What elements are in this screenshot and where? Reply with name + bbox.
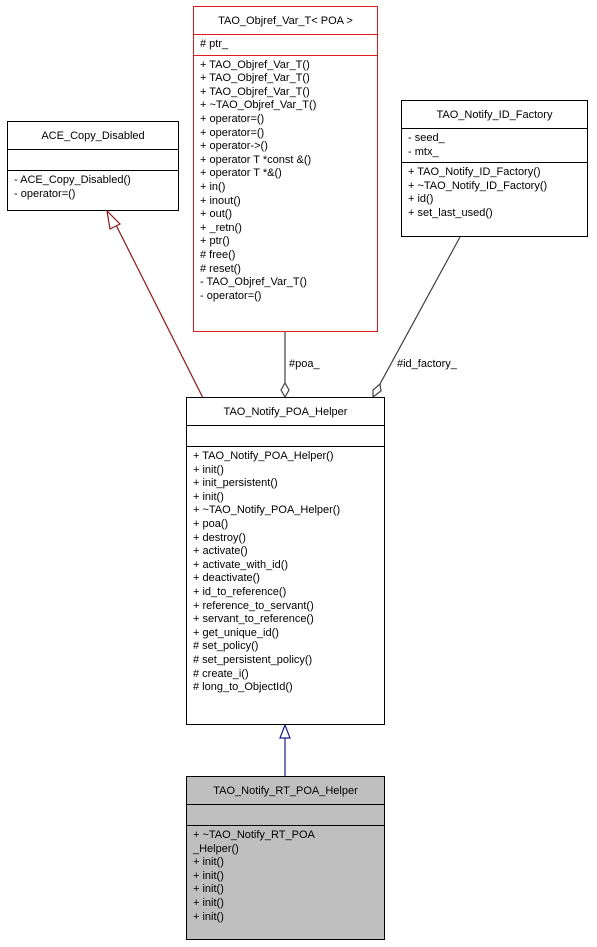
method-section: + TAO_Notify_POA_Helper()+ init()+ init_… [187,446,384,698]
inherit-arrow-poa-helper-icon [279,723,291,739]
class-tao-notify-id-factory[interactable]: TAO_Notify_ID_Factory - seed_- mtx_ + TA… [401,100,588,237]
class-member: + init() [193,856,224,869]
edge-label-poa: #poa_ [289,358,320,370]
class-member: # reset() [200,262,241,275]
class-member: + TAO_Notify_ID_Factory() [408,166,541,179]
method-section: + TAO_Notify_ID_Factory()+ ~TAO_Notify_I… [402,162,587,223]
class-title: ACE_Copy_Disabled [41,130,145,142]
class-member: - TAO_Objref_Var_T() [200,276,307,289]
class-member: - operator=() [14,187,76,200]
attribute-section: - seed_- mtx_ [402,128,587,162]
class-member: + inout() [200,194,241,207]
class-member: + reference_to_servant() [193,599,314,612]
method-section: - ACE_Copy_Disabled()- operator=() [8,170,178,204]
aggregation-diamond-id-factory-icon [372,382,382,399]
class-member: + TAO_Objref_Var_T() [200,58,310,71]
method-section: + ~TAO_Notify_RT_POA _Helper()+ init()+ … [187,825,384,927]
class-member: + init() [193,490,224,503]
class-member: + ptr() [200,235,230,248]
aggregation-diamond-poa-icon [280,381,290,399]
class-member: + init() [193,463,224,476]
class-member: - ACE_Copy_Disabled() [14,174,131,186]
class-member: + TAO_Notify_POA_Helper() [193,450,334,462]
class-member: + init() [193,910,224,923]
class-member: + destroy() [193,531,246,544]
class-member: + ~TAO_Notify_POA_Helper() [193,504,341,517]
class-member: + operator=() [200,112,265,125]
class-title: TAO_Objref_Var_T< POA > [218,15,353,27]
attribute-section: # ptr_ [194,34,377,55]
class-member: + activate_with_id() [193,558,289,571]
class-member: - operator=() [200,289,262,302]
class-member: # free() [200,248,236,261]
class-member: + get_unique_id() [193,626,279,639]
attribute-section [8,149,178,170]
class-member: + init_persistent() [193,477,278,490]
class-member: + init() [193,883,224,896]
class-member: + id() [408,193,434,206]
class-tao-objref-var-t[interactable]: TAO_Objref_Var_T< POA > # ptr_ + TAO_Obj… [193,6,378,332]
class-member: # set_persistent_policy() [193,653,313,666]
class-title: TAO_Notify_POA_Helper [223,406,348,418]
class-title: TAO_Notify_RT_POA_Helper [213,785,358,797]
class-member: + in() [200,180,226,193]
class-member: + id_to_reference() [193,585,287,598]
class-member: + ~TAO_Notify_RT_POA _Helper() [193,829,315,855]
class-tao-notify-rt-poa-helper[interactable]: TAO_Notify_RT_POA_Helper + ~TAO_Notify_R… [186,776,385,940]
method-section: + TAO_Objref_Var_T()+ TAO_Objref_Var_T()… [194,54,377,307]
edge-label-id-factory: #id_factory_ [397,358,457,370]
class-title: TAO_Notify_ID_Factory [436,109,553,121]
class-member: + activate() [193,545,248,558]
class-member: + _retn() [200,221,242,234]
class-member: + set_last_used() [408,206,493,219]
class-member: # set_policy() [193,640,259,653]
class-member: + operator->() [200,140,268,153]
class-member: + TAO_Objref_Var_T() [200,85,310,98]
class-member: + poa() [193,517,229,530]
edge-inherit-ace [115,224,204,399]
class-member: + TAO_Objref_Var_T() [200,72,310,85]
class-member: + init() [193,896,224,909]
class-member: + ~TAO_Objref_Var_T() [200,99,317,112]
attribute-section [187,425,384,446]
class-member: # long_to_ObjectId() [193,681,293,694]
class-tao-notify-poa-helper[interactable]: TAO_Notify_POA_Helper + TAO_Notify_POA_H… [186,397,385,725]
edge-usage-id-factory [379,236,461,385]
class-member: + operator T *const &() [200,153,312,166]
class-member: # ptr_ [200,38,229,50]
class-member: - mtx_ [408,145,439,158]
class-ace-copy-disabled[interactable]: ACE_Copy_Disabled - ACE_Copy_Disabled()-… [7,121,179,211]
class-member: + operator=() [200,126,265,139]
class-member: # create_i() [193,667,249,680]
inherit-arrow-ace-icon [106,209,122,230]
class-member: + out() [200,208,233,221]
class-member: + servant_to_reference() [193,613,314,626]
class-member: + deactivate() [193,572,260,585]
class-member: + ~TAO_Notify_ID_Factory() [408,179,548,192]
class-member: + operator T *&() [200,167,282,180]
class-member: - seed_ [408,132,445,144]
attribute-section [187,804,384,825]
class-member: + init() [193,869,224,882]
